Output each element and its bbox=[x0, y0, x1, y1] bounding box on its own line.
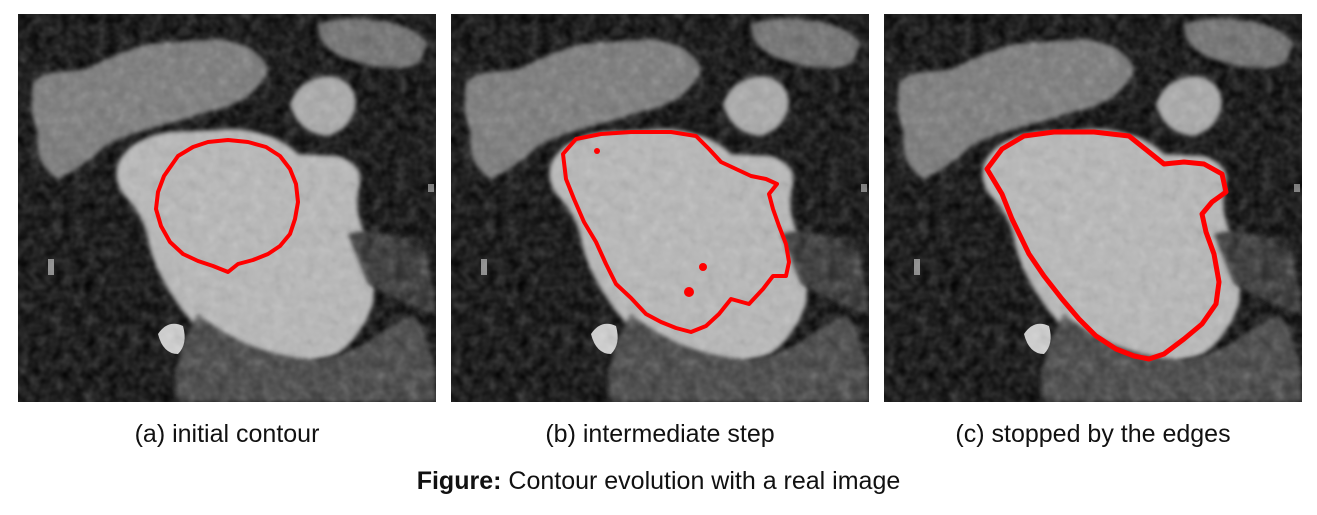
contour-fragment bbox=[699, 263, 707, 271]
contour-line bbox=[154, 138, 300, 274]
figure-text: Contour evolution with a real image bbox=[508, 467, 901, 495]
ct-image bbox=[451, 14, 869, 402]
panel-stopped-by-edges bbox=[884, 14, 1302, 402]
contour-line bbox=[561, 130, 791, 334]
figure-label: Figure: bbox=[416, 467, 502, 495]
panel-caption-b: (b) intermediate step bbox=[545, 420, 775, 448]
panel-intermediate-step bbox=[451, 14, 869, 402]
ct-image bbox=[18, 14, 436, 402]
contour-fragment bbox=[684, 287, 694, 297]
contour-line bbox=[984, 129, 1229, 362]
figure-caption: Figure: Contour evolution with a real im… bbox=[0, 467, 1317, 496]
ct-image bbox=[884, 14, 1302, 402]
panel-caption-c: (c) stopped by the edges bbox=[955, 420, 1231, 448]
panel-initial-contour bbox=[18, 14, 436, 402]
contour-fragment bbox=[594, 148, 600, 154]
panel-caption-a: (a) initial contour bbox=[134, 420, 320, 448]
